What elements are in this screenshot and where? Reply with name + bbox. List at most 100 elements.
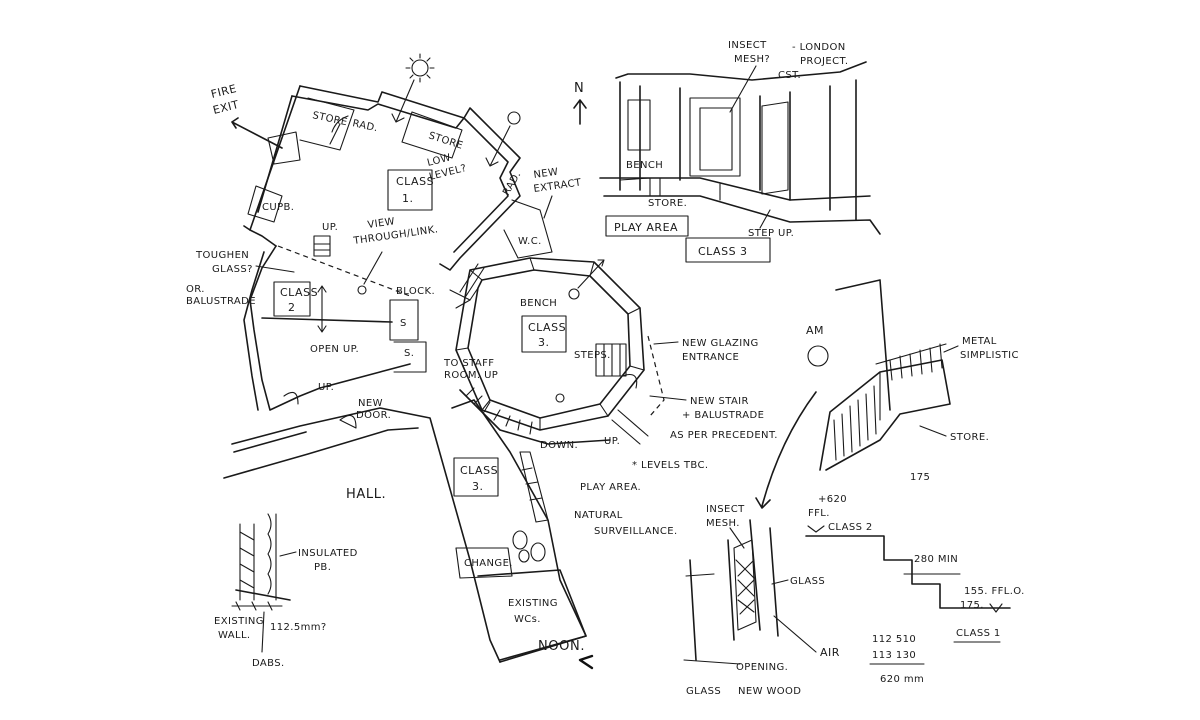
bench-note: BENCH: [520, 298, 557, 309]
new-glazing-note-1: NEW GLAZING: [682, 338, 759, 349]
stair-balusters-flight: [833, 385, 877, 461]
wall-detail-insulation: [267, 513, 272, 595]
up-stair-small: [313, 235, 331, 257]
store-top-label: STORE: [427, 130, 464, 151]
toughen-glass-note-2: GLASS?: [212, 264, 253, 275]
change-box: [455, 547, 513, 579]
ffl-620-note-2: FFL.: [808, 508, 830, 519]
light-spot-lower-icon: [555, 393, 565, 403]
existing-wcs-label-1: EXISTING: [508, 598, 558, 609]
existing-wcs-label-2: WCs.: [514, 614, 541, 625]
view-point-icon: [357, 285, 367, 295]
window-section-sill: [683, 573, 741, 665]
new-glazing-note-2: ENTRANCE: [682, 352, 739, 363]
dim-112-note: 112.5mm?: [270, 622, 327, 633]
class3-lower-label-line1: CLASS: [460, 464, 498, 477]
view-link-line: [277, 245, 411, 297]
up-lower-note: UP.: [318, 382, 334, 393]
wall-detail-dimension: [231, 601, 283, 611]
wc-fixtures: [512, 530, 546, 563]
dabs-leader: [261, 611, 265, 653]
door-swing-small: [283, 391, 299, 405]
class2-label-box: [273, 281, 311, 317]
rad-top-label: RAD.: [351, 118, 379, 134]
class1-walls: [243, 85, 553, 271]
existing-wall-note-1: EXISTING: [214, 616, 264, 627]
play-area-box: [605, 215, 689, 237]
to-staff-room-note-1: TO STAFF: [443, 358, 494, 369]
stair-door-frame: [835, 279, 891, 411]
glass-leader: [771, 579, 789, 585]
insect-mesh-note-2: MESH?: [734, 54, 770, 65]
perspective-mullions: [619, 79, 857, 221]
ffl-155-marker: [989, 603, 1003, 613]
window-section: INSECT MESH. GLASS AIR OPENING. GLASS NE…: [683, 504, 925, 697]
new-bottom-note: NEW WOOD: [738, 686, 801, 697]
bench-spot-icon: [568, 288, 580, 300]
window-section-mesh-panel: [733, 539, 757, 631]
class3-octagon-label-line1: CLASS: [528, 321, 566, 334]
natural-surveillance-note-1: NATURAL: [574, 510, 623, 521]
open-up-note: OPEN UP.: [310, 344, 359, 355]
store-left-label: STORE: [311, 110, 348, 128]
calc-line-2: 113 130: [872, 650, 916, 661]
new-extract-leader: [543, 195, 553, 219]
change-label: CHANGE.: [464, 558, 513, 569]
insect-mesh-2-note-1: INSECT: [706, 504, 745, 515]
step-up-note: STEP UP.: [748, 228, 794, 239]
class1-label-box: [387, 169, 433, 211]
new-stair-note-1: NEW STAIR: [690, 396, 749, 407]
new-door-note-2: DOOR.: [356, 410, 391, 421]
class1-level-note: CLASS 1: [956, 628, 1001, 639]
perspective-play-area-label: PLAY AREA: [614, 221, 678, 234]
ffl-155-note: 155. FFL.O.: [964, 586, 1025, 597]
new-stair-note-2: + BALUSTRADE: [682, 410, 764, 421]
or-balustrade-note-2: BALUSTRADE: [186, 296, 256, 307]
levels-tbc-note: * LEVELS TBC.: [632, 460, 708, 471]
stair-link-arrow: [755, 391, 817, 509]
open-up-arrow: [317, 285, 327, 333]
step-up-leader: [759, 209, 771, 229]
perspective-store-note: STORE.: [648, 198, 687, 209]
new-door-note-1: NEW: [358, 398, 383, 409]
stair-balusters-top: [889, 343, 943, 381]
calc-line-3: 620 mm: [880, 674, 924, 685]
london-project-note-2: PROJECT.: [800, 56, 848, 67]
dim-175-note: 175.: [960, 600, 984, 611]
perspective-store-lines: [619, 177, 721, 201]
toughen-glass-leader: [255, 265, 295, 273]
glass-note: GLASS: [790, 576, 825, 587]
stair-outline: [819, 359, 951, 471]
class2-label-line1: CLASS: [280, 286, 318, 299]
s-lower-label: S.: [404, 348, 414, 359]
steps-note: STEPS.: [574, 350, 611, 361]
wall-detail: INSULATED PB. EXISTING WALL. 112.5mm? DA…: [214, 513, 358, 669]
class2-walls: [243, 245, 427, 411]
metal-simplistic-note-1: METAL: [962, 336, 997, 347]
stair-store-note: STORE.: [950, 432, 989, 443]
insulated-pb-note-1: INSULATED: [298, 548, 358, 559]
new-stair-leader: [649, 395, 687, 401]
perspective-window-right: [761, 101, 789, 195]
stair-right: [611, 409, 649, 445]
up-left-note: UP.: [322, 222, 338, 233]
insect-mesh-note-1: INSECT: [728, 40, 767, 51]
wall-detail-existing: [239, 523, 255, 601]
london-project-note-1: - LONDON: [792, 42, 846, 53]
wall-detail-hatch: [239, 531, 255, 589]
metal-simplistic-note-2: SIMPLISTIC: [960, 350, 1019, 361]
sun-icon: [405, 53, 435, 83]
play-area-note: PLAY AREA.: [580, 482, 641, 493]
perspective-ceiling: [615, 61, 867, 81]
perspective-window-left: [627, 99, 651, 151]
stair-treads: [465, 387, 533, 435]
or-balustrade-note-1: OR.: [186, 284, 205, 295]
view-through-arrow: [363, 251, 383, 285]
window-section-mesh: [735, 559, 755, 615]
class3-octagon-walls: [455, 257, 645, 431]
new-stair-note-3: AS PER PRECEDENT.: [670, 430, 778, 441]
opening-note: OPENING.: [736, 662, 788, 673]
light-spot-icon: [507, 111, 521, 125]
class1-label-line2: 1.: [402, 192, 414, 205]
s-upper-label: S: [400, 318, 407, 329]
